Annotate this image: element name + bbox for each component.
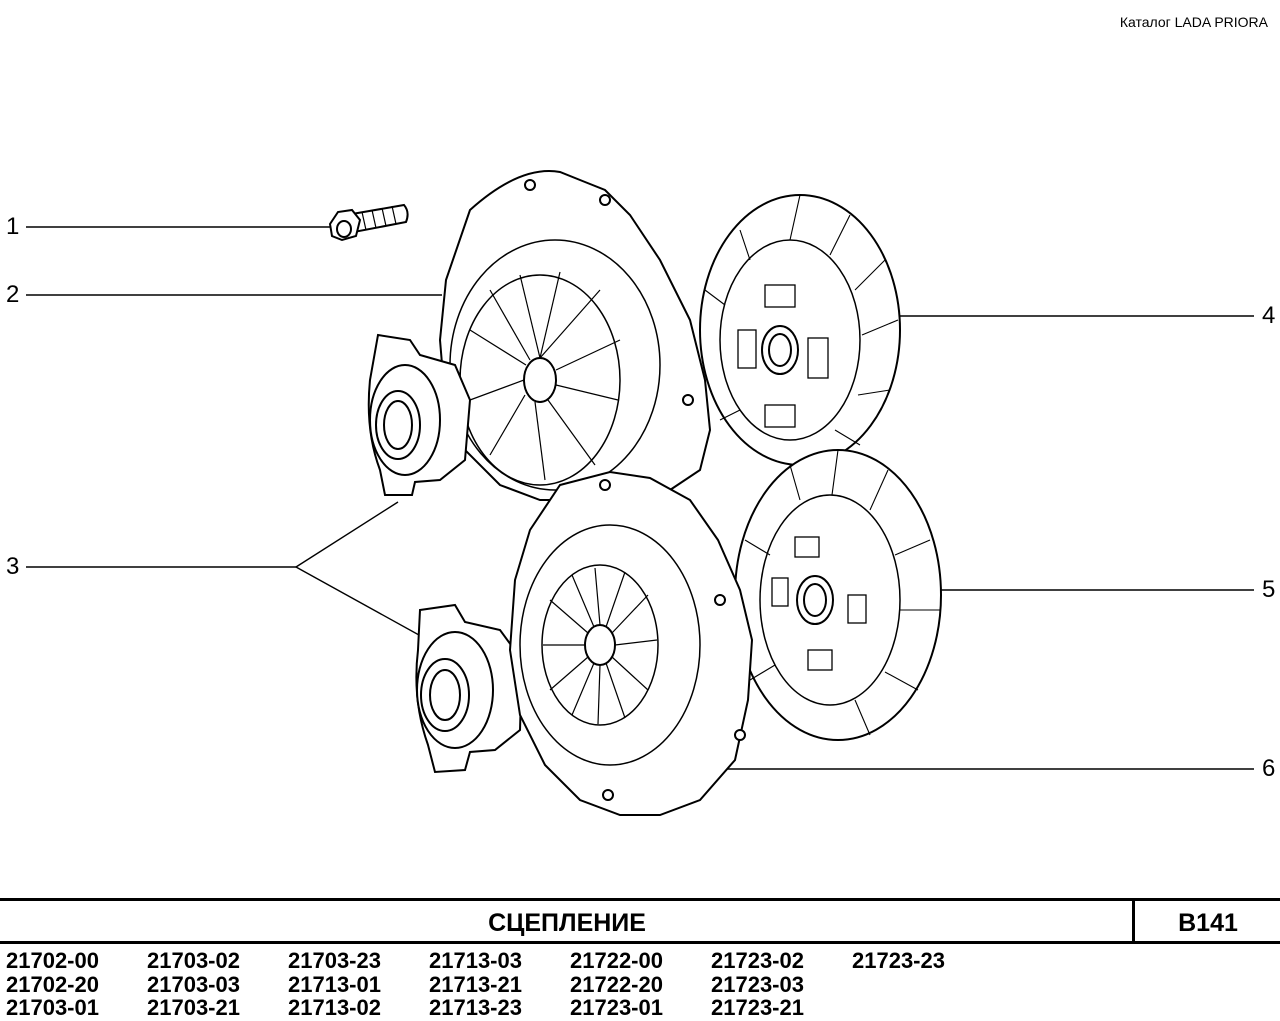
section-title: СЦЕПЛЕНИЕ <box>488 909 646 937</box>
model-codes: 21702-00 21702-20 21703-01 21703-02 2170… <box>6 948 1276 1020</box>
model-code: 21702-00 <box>6 948 99 973</box>
model-code: 21703-01 <box>6 995 99 1020</box>
clutch-disc-lower-part <box>734 449 942 741</box>
page-code: B141 <box>1178 909 1238 937</box>
model-code: 21723-03 <box>711 972 804 997</box>
catalog-title: Каталог LADA PRIORA <box>1119 14 1268 30</box>
model-code: 21703-21 <box>147 995 240 1020</box>
callout-2: 2 <box>6 281 20 308</box>
callout-3: 3 <box>6 553 20 580</box>
model-code: 21713-03 <box>429 948 522 973</box>
model-code: 21703-23 <box>288 948 381 973</box>
model-code: 21713-01 <box>288 972 381 997</box>
clutch-disc-upper-part <box>699 194 901 466</box>
model-code: 21723-23 <box>852 948 945 973</box>
callout-4: 4 <box>1262 302 1276 329</box>
model-code: 21713-23 <box>429 995 522 1020</box>
leader-line-3a <box>295 501 399 568</box>
model-code: 21713-02 <box>288 995 381 1020</box>
release-bearing-upper-part <box>367 333 472 496</box>
model-code: 21703-03 <box>147 972 240 997</box>
model-code: 21723-02 <box>711 948 804 973</box>
model-code: 21703-02 <box>147 948 240 973</box>
model-code: 21722-00 <box>570 948 663 973</box>
release-bearing-lower-part <box>415 603 524 774</box>
callout-1: 1 <box>6 213 20 240</box>
model-code: 21723-01 <box>570 995 663 1020</box>
leader-line-3b <box>295 566 429 641</box>
model-code: 21702-20 <box>6 972 99 997</box>
footer-divider <box>1132 898 1135 944</box>
bolt-part <box>328 203 409 242</box>
model-code: 21713-21 <box>429 972 522 997</box>
callout-6: 6 <box>1262 755 1276 782</box>
footer-top-rule <box>0 898 1280 901</box>
footer-middle-rule <box>0 941 1280 944</box>
clutch-parts-diagram <box>26 170 1254 816</box>
clutch-cover-back-part <box>438 170 712 501</box>
model-code: 21723-21 <box>711 995 804 1020</box>
callout-5: 5 <box>1262 576 1276 603</box>
model-code: 21722-20 <box>570 972 663 997</box>
clutch-cover-front-part <box>508 470 754 816</box>
